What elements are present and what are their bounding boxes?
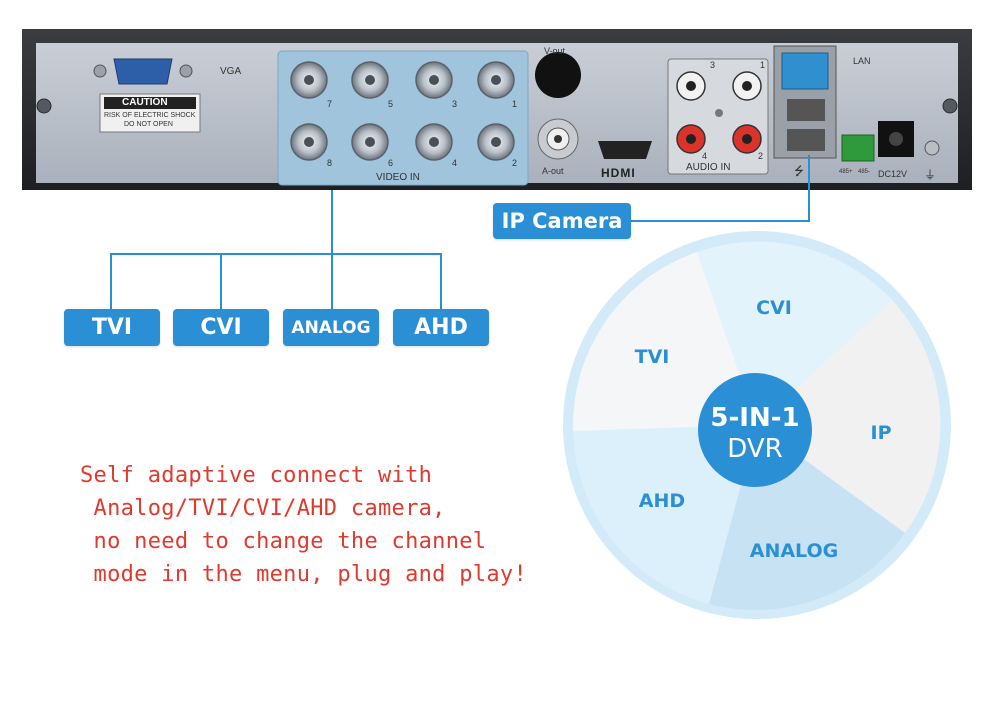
- usb-icon: ⭍: [794, 164, 804, 178]
- hdmi-label: HDMI: [601, 166, 636, 180]
- caution-line-1: RISK OF ELECTRIC SHOCK: [104, 112, 196, 119]
- caution-line-2: DO NOT OPEN: [124, 121, 173, 128]
- video-in-label: VIDEO IN: [376, 172, 420, 183]
- channel-label-5: 5: [388, 99, 394, 109]
- ahd-tag: AHD: [393, 309, 489, 346]
- ip-camera-tag: IP Camera: [493, 203, 631, 239]
- audio-num-1: 1: [760, 60, 766, 70]
- cvi-drop-line: [220, 253, 222, 309]
- wheel-label-ahd: AHD: [639, 490, 685, 512]
- channel-label-2: 2: [512, 158, 518, 168]
- video-in-connector-line: [331, 190, 333, 254]
- audio-num-3: 3: [710, 60, 716, 70]
- channel-label-7: 7: [327, 99, 333, 109]
- rs485-b-label: 485-: [858, 169, 871, 175]
- adaptive-note: Self adaptive connect with Analog/TVI/CV…: [80, 459, 527, 591]
- segment-ahd: [573, 425, 757, 604]
- note-line-4: mode in the menu, plug and play!: [80, 562, 527, 587]
- wheel-center-subtitle: DVR: [727, 434, 782, 464]
- tvi-drop-line: [110, 253, 112, 309]
- tvi-tag: TVI: [64, 309, 160, 346]
- vga-label: VGA: [220, 66, 242, 77]
- ip-camera-connector-line: [630, 220, 810, 222]
- analog-drop-line: [331, 253, 333, 309]
- note-line-2: Analog/TVI/CVI/AHD camera,: [80, 496, 446, 521]
- note-line-1: Self adaptive connect with: [80, 463, 433, 488]
- note-line-3: no need to change the channel: [80, 529, 487, 554]
- analog-tag: ANALOG: [283, 309, 379, 346]
- audio-num-2: 2: [758, 151, 764, 161]
- rs485-a-label: 485+: [839, 169, 853, 175]
- cvi-tag: CVI: [173, 309, 269, 346]
- wheel-label-cvi: CVI: [756, 297, 792, 319]
- wheel-center-disc: [698, 373, 812, 487]
- audio-in-label: AUDIO IN: [686, 162, 731, 173]
- wheel-label-tvi: TVI: [635, 346, 670, 368]
- lan-label: LAN: [853, 56, 871, 66]
- channel-label-6: 6: [388, 158, 394, 168]
- analog-bus-line: [110, 253, 441, 255]
- caution-title: CAUTION: [122, 97, 168, 108]
- a-out-label: A-out: [542, 166, 564, 176]
- segment-tvi: [572, 252, 757, 431]
- dc-label: DC12V: [878, 169, 908, 179]
- dvr-panel-drawing: [22, 29, 972, 190]
- dvr-back-panel: VGA CAUTION RISK OF ELECTRIC SHOCK DO NO…: [22, 29, 972, 190]
- lan-connector-line: [808, 155, 810, 221]
- channel-label-3: 3: [452, 99, 458, 109]
- ahd-drop-line: [440, 253, 442, 309]
- wheel-label-analog: ANALOG: [750, 540, 839, 562]
- channel-label-1: 1: [512, 99, 518, 109]
- channel-label-4: 4: [452, 158, 458, 168]
- segment-ip: [757, 300, 941, 533]
- five-in-one-wheel: CVI IP ANALOG AHD TVI 5-IN-1 DVR: [563, 231, 951, 619]
- v-out-label: V-out: [544, 46, 566, 56]
- channel-label-8: 8: [327, 158, 333, 168]
- ground-icon: ⏚: [924, 168, 937, 182]
- audio-num-4: 4: [702, 151, 708, 161]
- wheel-label-ip: IP: [871, 422, 892, 444]
- wheel-center-title: 5-IN-1: [710, 403, 799, 433]
